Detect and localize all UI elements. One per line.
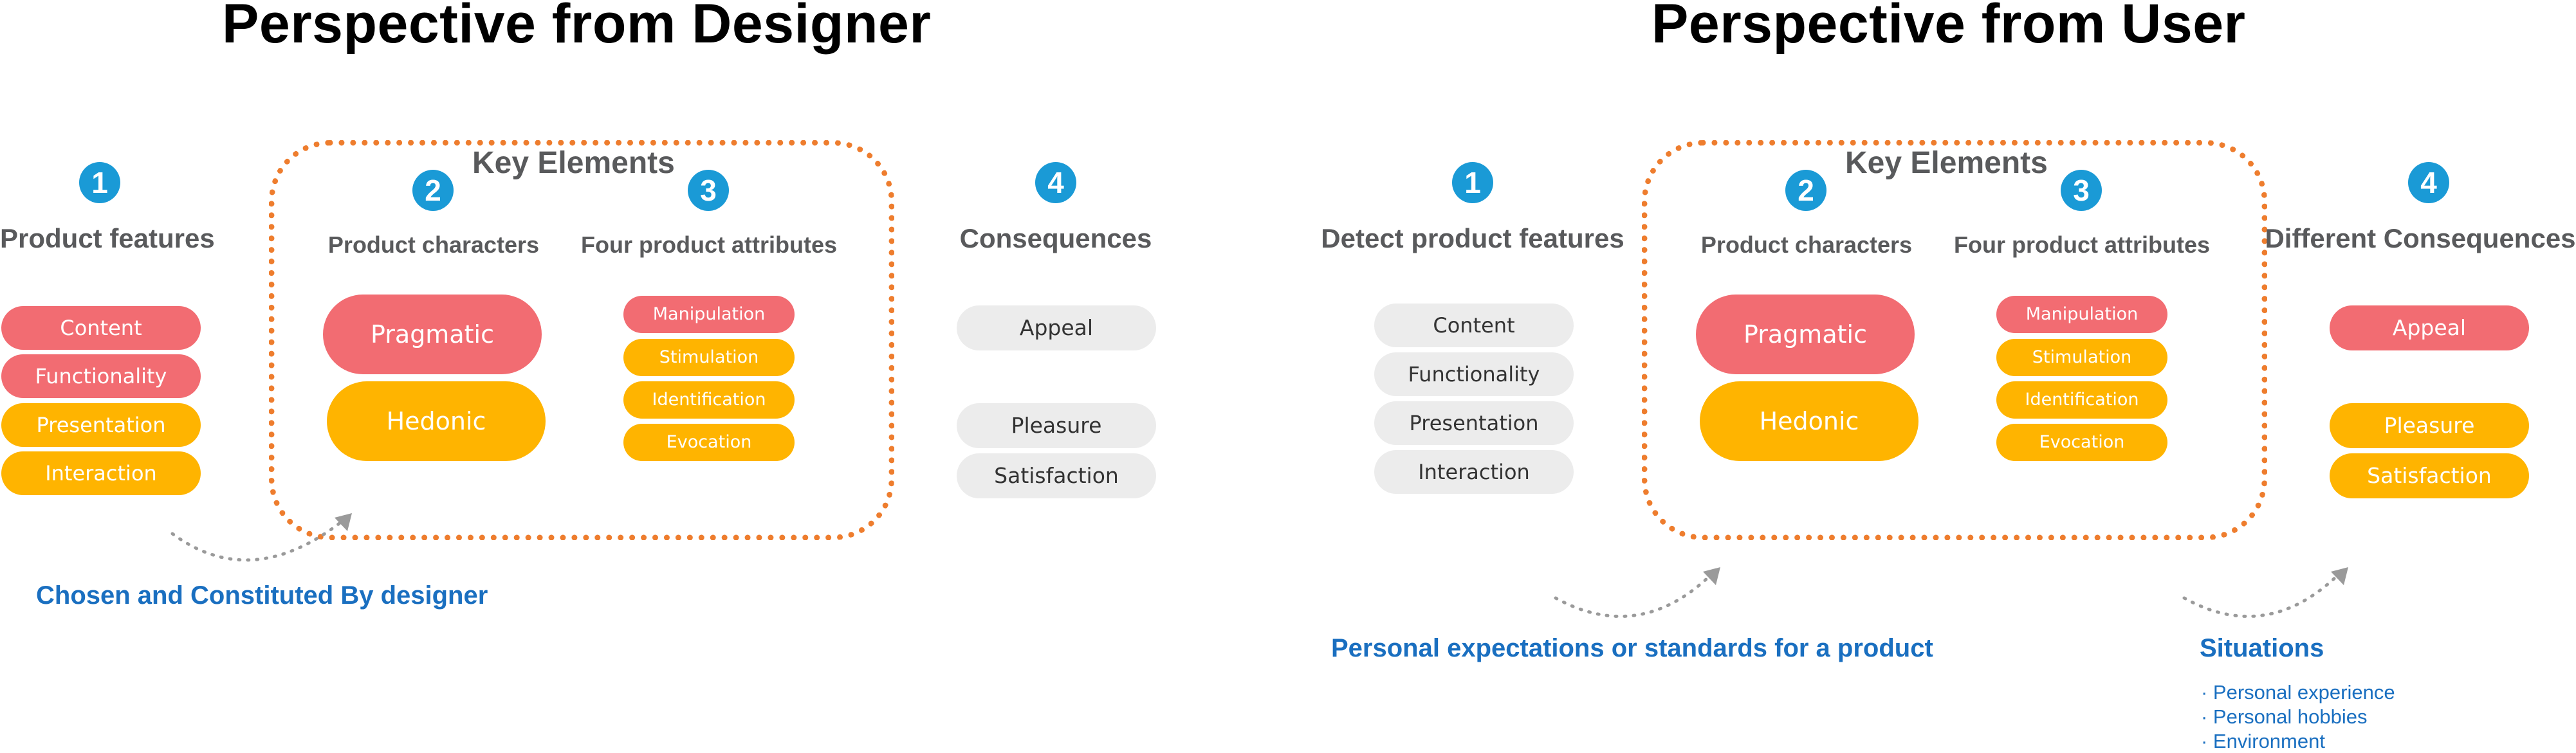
designer-attribute-identification: Identification <box>623 381 795 419</box>
designer-consequence-satisfaction: Satisfaction <box>957 453 1156 498</box>
user-step-2-icon: 2 <box>1785 170 1826 211</box>
user-pragmatic: Pragmatic <box>1696 295 1915 374</box>
user-situation-item: · Personal experience <box>2201 681 2395 703</box>
user-attributes-heading: Four product attributes <box>1954 231 2210 258</box>
user-feature-interaction: Interaction <box>1374 450 1574 494</box>
user-situations-title: Situations <box>2200 634 2324 662</box>
designer-attribute-stimulation: Stimulation <box>623 339 795 376</box>
designer-hedonic: Hedonic <box>327 381 546 461</box>
user-consequence-satisfaction: Satisfaction <box>2330 453 2529 498</box>
user-consequence-appeal: Appeal <box>2330 305 2529 350</box>
user-step-3-icon: 3 <box>2061 170 2102 211</box>
designer-consequence-pleasure: Pleasure <box>957 403 1156 448</box>
designer-feature-functionality: Functionality <box>1 354 201 398</box>
user-consequences-heading: Different Consequences <box>2265 223 2576 253</box>
user-key-elements-label: Key Elements <box>1845 146 2048 180</box>
designer-step-3-icon: 3 <box>688 170 729 211</box>
designer-key-elements-label: Key Elements <box>472 146 675 180</box>
designer-features-heading: Product features <box>0 223 215 253</box>
user-feature-presentation: Presentation <box>1374 401 1574 445</box>
user-attribute-manipulation: Manipulation <box>1996 296 2167 333</box>
user-arrow-expectations <box>1554 576 1710 618</box>
designer-key-elements-box <box>269 140 894 540</box>
designer-step-4-icon: 4 <box>1035 162 1076 203</box>
user-features-heading: Detect product features <box>1321 223 1624 253</box>
user-attribute-evocation: Evocation <box>1996 424 2167 461</box>
user-situation-item: · Personal hobbies <box>2201 705 2368 728</box>
designer-arrow <box>170 520 343 562</box>
user-hedonic: Hedonic <box>1700 381 1918 461</box>
user-feature-content: Content <box>1374 304 1574 347</box>
user-situation-item: · Environment <box>2201 730 2325 752</box>
designer-attribute-manipulation: Manipulation <box>623 296 795 333</box>
user-key-elements-box <box>1642 140 2267 540</box>
user-title: Perspective from User <box>1651 0 2246 55</box>
designer-arrow-head <box>335 513 352 531</box>
user-consequence-pleasure: Pleasure <box>2330 403 2529 448</box>
user-attribute-stimulation: Stimulation <box>1996 339 2167 376</box>
designer-consequences-heading: Consequences <box>959 223 1152 253</box>
user-step-4-icon: 4 <box>2408 162 2449 203</box>
designer-consequence-appeal: Appeal <box>957 305 1156 350</box>
user-arrow-situations-head <box>2331 567 2348 585</box>
designer-attributes-heading: Four product attributes <box>581 231 837 258</box>
designer-feature-presentation: Presentation <box>1 403 201 447</box>
designer-feature-content: Content <box>1 306 201 350</box>
user-arrow-expectations-head <box>1703 567 1720 585</box>
designer-step-2-icon: 2 <box>412 170 454 211</box>
designer-attribute-evocation: Evocation <box>623 424 795 461</box>
designer-pragmatic: Pragmatic <box>323 295 542 374</box>
designer-step-1-icon: 1 <box>79 162 120 203</box>
user-step-1-icon: 1 <box>1452 162 1493 203</box>
user-feature-functionality: Functionality <box>1374 352 1574 396</box>
user-characters-heading: Product characters <box>1700 231 1913 258</box>
user-expectations-text: Personal expectations or standards for a… <box>1331 634 1933 662</box>
designer-characters-heading: Product characters <box>327 231 540 258</box>
designer-title: Perspective from Designer <box>222 0 932 55</box>
user-attribute-identification: Identification <box>1996 381 2167 419</box>
designer-chosen-text: Chosen and Constituted By designer <box>36 581 488 610</box>
user-arrow-situations <box>2182 576 2337 618</box>
designer-feature-interaction: Interaction <box>1 451 201 495</box>
